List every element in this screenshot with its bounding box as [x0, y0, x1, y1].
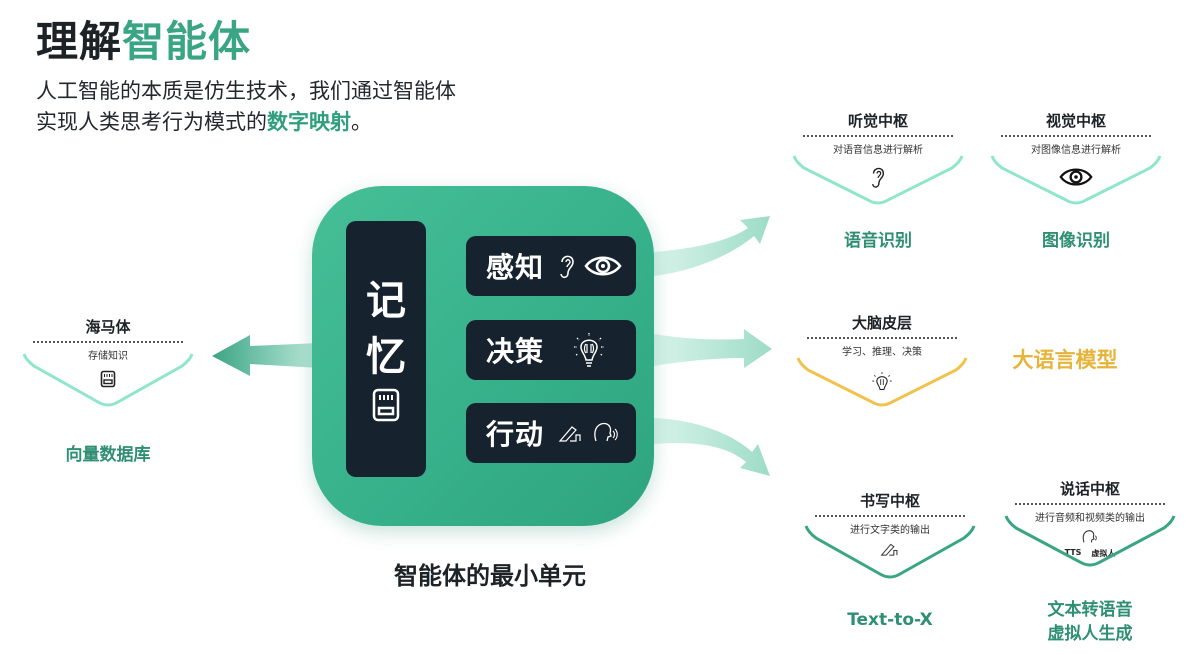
ear-icon	[560, 255, 574, 279]
subtitle-end: 。	[351, 110, 372, 134]
card-title: 听觉中枢	[847, 112, 908, 130]
dotted-divider	[1015, 503, 1165, 505]
arrow-to-hippocampus	[212, 335, 320, 376]
card-speech: 说话中枢 进行音频和视频类的输出 TTS 虚拟人	[1004, 478, 1176, 567]
tag-avatar: 虚拟人	[1091, 549, 1116, 558]
card-hippocampus: 海马体 存储知识	[22, 316, 194, 407]
memory-char-2: 忆	[366, 334, 406, 380]
lightbulb-icon	[872, 372, 892, 390]
arrow-to-action	[654, 418, 770, 476]
card-desc: 进行音频和视频类的输出	[1035, 513, 1145, 524]
dotted-divider	[803, 135, 953, 137]
dotted-divider	[815, 515, 965, 517]
ear-icon	[871, 167, 885, 188]
output-speech-recognition: 语音识别	[844, 231, 912, 251]
subtitle-line-2: 实现人类思考行为模式的数字映射。	[36, 107, 456, 138]
card-desc: 学习、推理、决策	[842, 347, 922, 358]
subtitle: 人工智能的本质是仿生技术，我们通过智能体 实现人类思考行为模式的数字映射。	[36, 76, 456, 138]
output-text-to-x: Text-to-X	[847, 610, 933, 630]
writing-hand-icon	[558, 426, 581, 442]
speaking-head-icon	[1082, 530, 1097, 543]
module-label: 感知	[486, 251, 545, 284]
arrow-to-perception	[654, 216, 770, 276]
tag-tts: TTS	[1064, 548, 1082, 557]
eye-icon	[1059, 168, 1093, 186]
output-tts-avatar: 文本转语音 虚拟人生成	[1004, 598, 1176, 646]
module-label: 行动	[486, 418, 545, 451]
output-line-1: 文本转语音	[1047, 600, 1133, 620]
card-title: 海马体	[85, 318, 131, 336]
card-title: 大脑皮层	[851, 314, 912, 332]
dotted-divider	[807, 337, 957, 339]
lightbulb-icon	[574, 333, 605, 367]
card-cortex: 大脑皮层 学习、推理、决策	[796, 312, 968, 407]
memory-char-1: 记	[366, 278, 406, 324]
card-visual: 视觉中枢 对图像信息进行解析	[990, 110, 1162, 205]
card-desc: 进行文字类的输出	[850, 525, 930, 536]
module-action: 行动	[466, 403, 636, 463]
card-desc: 对语音信息进行解析	[833, 145, 923, 156]
arrow-to-cortex	[654, 329, 772, 368]
title-dark: 理解	[36, 17, 123, 66]
card-title: 说话中枢	[1059, 480, 1120, 498]
dotted-divider	[1001, 135, 1151, 137]
module-perception: 感知	[466, 236, 636, 296]
card-desc: 存储知识	[88, 351, 128, 362]
card-auditory: 听觉中枢 对语音信息进行解析	[792, 110, 964, 205]
page-title: 理解智能体	[36, 16, 251, 68]
output-vector-db: 向量数据库	[65, 445, 151, 465]
title-accent: 智能体	[122, 17, 252, 66]
module-label: 决策	[486, 335, 545, 368]
subtitle-line-1: 人工智能的本质是仿生技术，我们通过智能体	[36, 79, 456, 103]
card-desc: 对图像信息进行解析	[1031, 145, 1121, 156]
card-title: 视觉中枢	[1045, 112, 1106, 130]
card-title: 书写中枢	[859, 492, 920, 510]
dotted-divider	[33, 341, 183, 343]
core-caption: 智能体的最小单元	[394, 562, 586, 590]
output-llm: 大语言模型	[1012, 348, 1118, 372]
sd-card-icon	[372, 388, 400, 422]
sd-card-icon	[100, 370, 116, 388]
speaking-head-icon	[594, 422, 618, 442]
output-image-recognition: 图像识别	[1042, 231, 1110, 251]
eye-icon	[584, 256, 622, 276]
subtitle-accent: 数字映射	[267, 110, 351, 134]
subtitle-plain: 实现人类思考行为模式的	[36, 110, 267, 134]
writing-hand-icon	[880, 543, 898, 556]
output-line-2: 虚拟人生成	[1047, 624, 1133, 644]
memory-module: 记 忆	[346, 221, 426, 477]
module-decision: 决策	[466, 320, 636, 380]
card-writing: 书写中枢 进行文字类的输出	[804, 490, 976, 579]
